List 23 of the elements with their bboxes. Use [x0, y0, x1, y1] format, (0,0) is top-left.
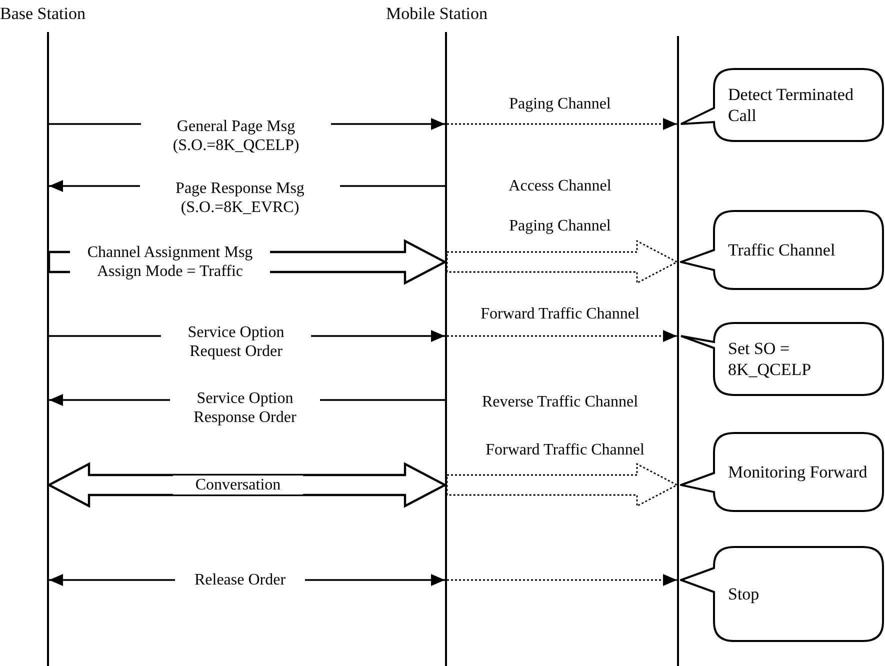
callout-text: Detect Terminated Call — [728, 84, 854, 126]
station-label: Mobile Station — [386, 4, 488, 24]
callout-bubble — [680, 432, 884, 512]
callout-text: Stop — [728, 584, 760, 604]
callout-bubble — [680, 68, 884, 142]
message-arrow — [447, 118, 677, 130]
callout-text: Set SO = 8K_QCELP — [728, 338, 812, 380]
block-arrow — [446, 462, 678, 508]
block-arrow — [446, 240, 678, 284]
block-arrow — [46, 462, 448, 508]
message-arrow — [447, 330, 677, 342]
edge-label: Service Option Request Order — [161, 323, 311, 361]
edge-label: Service Option Response Order — [170, 389, 320, 427]
station-label: Base Station — [0, 4, 86, 24]
message-arrow — [447, 574, 677, 586]
edge-label: Channel Assignment Msg Assign Mode = Traffic — [70, 243, 270, 281]
callout-bubble — [680, 546, 884, 642]
edge-label: Conversation — [173, 476, 303, 494]
edge-label: General Page Msg (S.O.=8K_QCELP) — [141, 117, 331, 155]
callout-bubble — [680, 322, 884, 396]
callout-text: Traffic Channel — [728, 240, 836, 260]
callout-text: Monitoring Forward — [728, 462, 868, 482]
callout-bubble — [680, 210, 884, 290]
